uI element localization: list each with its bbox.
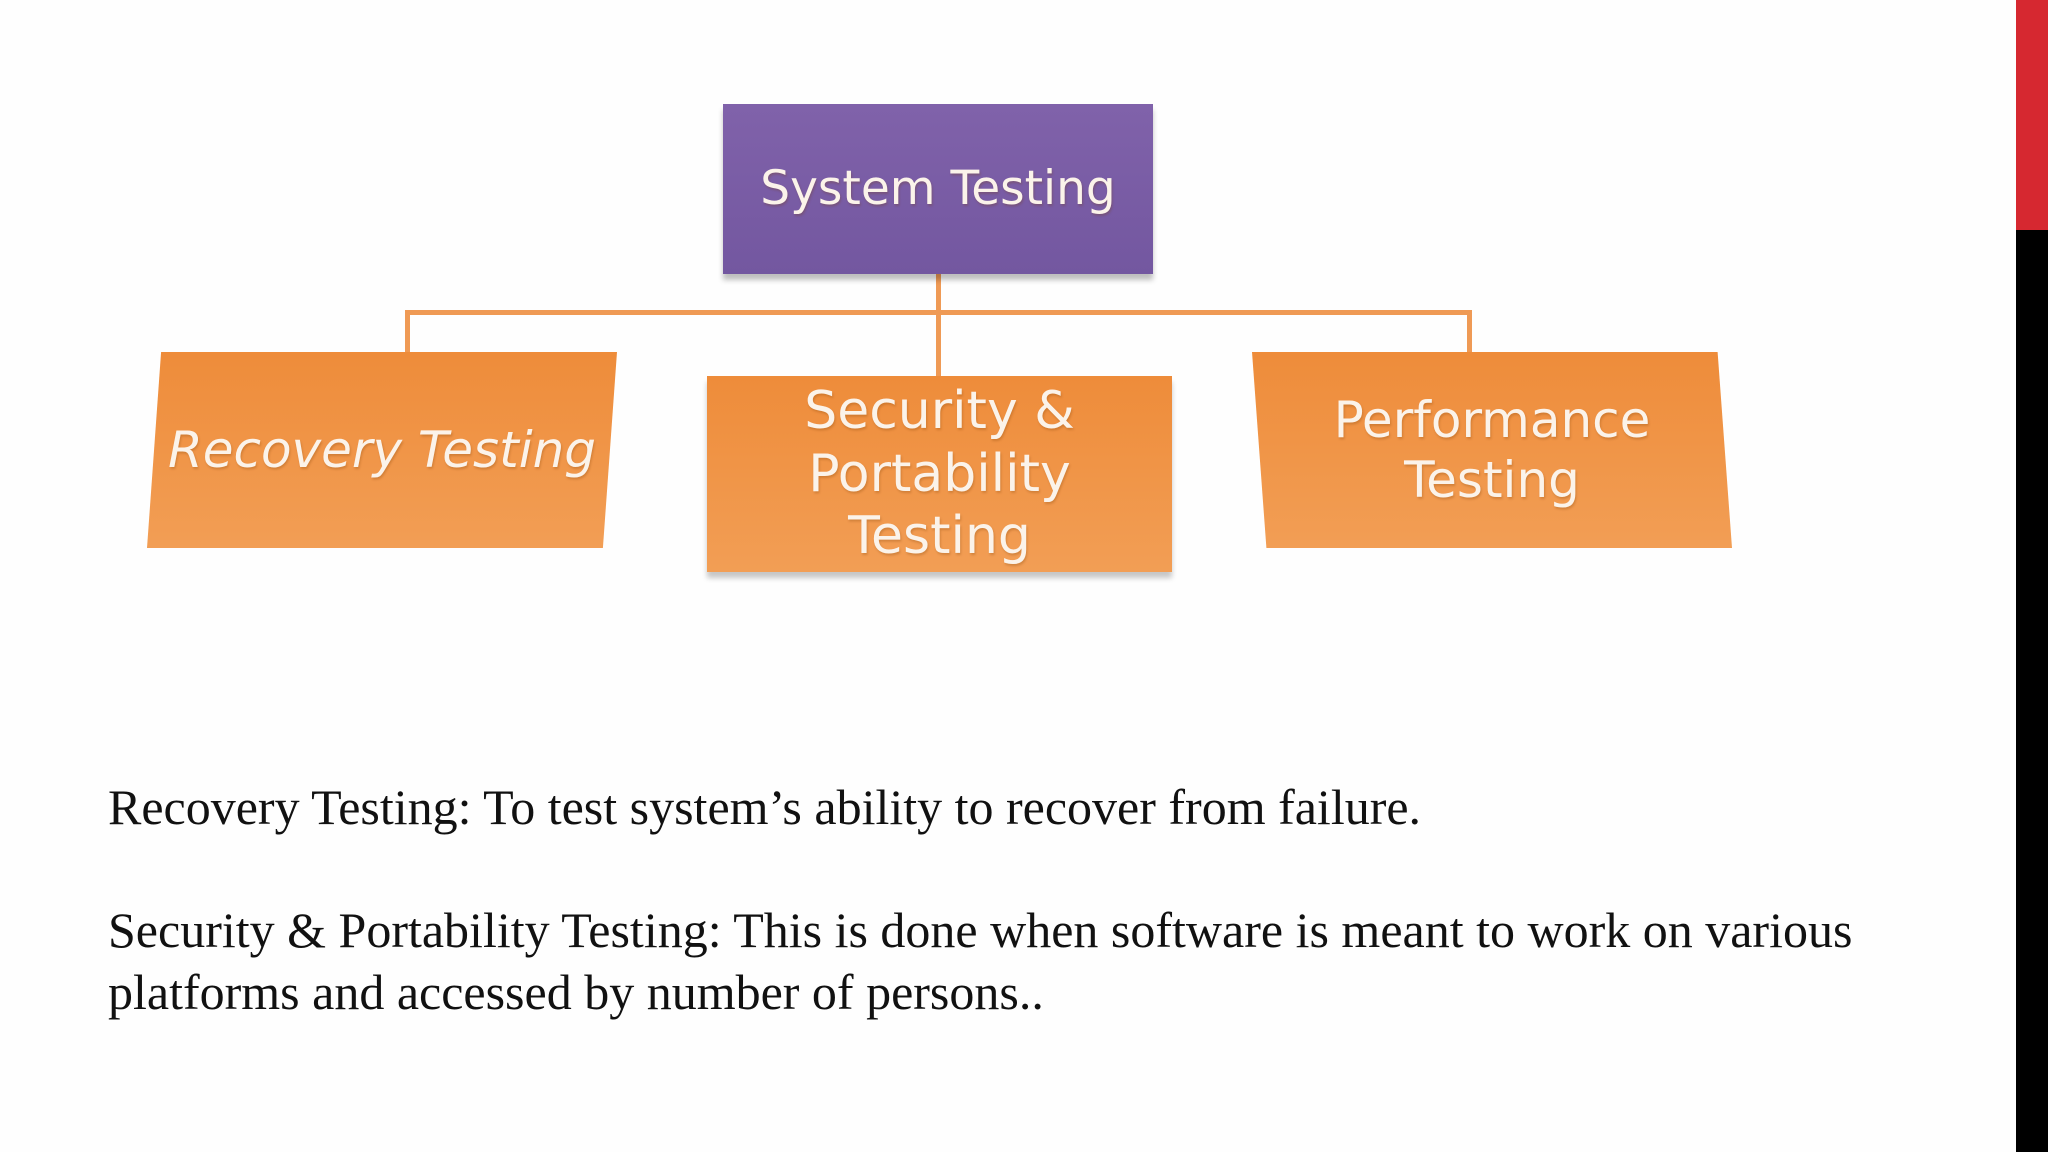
- connector-right-drop: [1467, 310, 1472, 354]
- connector-left-drop: [405, 310, 410, 354]
- node-system-testing-label: System Testing: [760, 160, 1116, 216]
- node-system-testing: System Testing: [723, 104, 1153, 274]
- node-performance-testing-label: Performance Testing: [1333, 391, 1651, 509]
- node-recovery-testing-label: Recovery Testing: [167, 421, 597, 479]
- connector-root-stem: [936, 270, 941, 376]
- node-performance-testing: Performance Testing: [1252, 352, 1732, 548]
- node-recovery-testing: Recovery Testing: [147, 352, 617, 548]
- side-accent-bar: [2016, 0, 2048, 230]
- node-security-portability-testing: Security & Portability Testing: [707, 376, 1172, 572]
- description-security-portability-testing: Security & Portability Testing: This is …: [108, 902, 1853, 1020]
- node-security-portability-testing-label: Security & Portability Testing: [804, 381, 1075, 567]
- connector-horizontal: [405, 310, 1472, 315]
- description-recovery-testing: Recovery Testing: To test system’s abili…: [108, 779, 1422, 835]
